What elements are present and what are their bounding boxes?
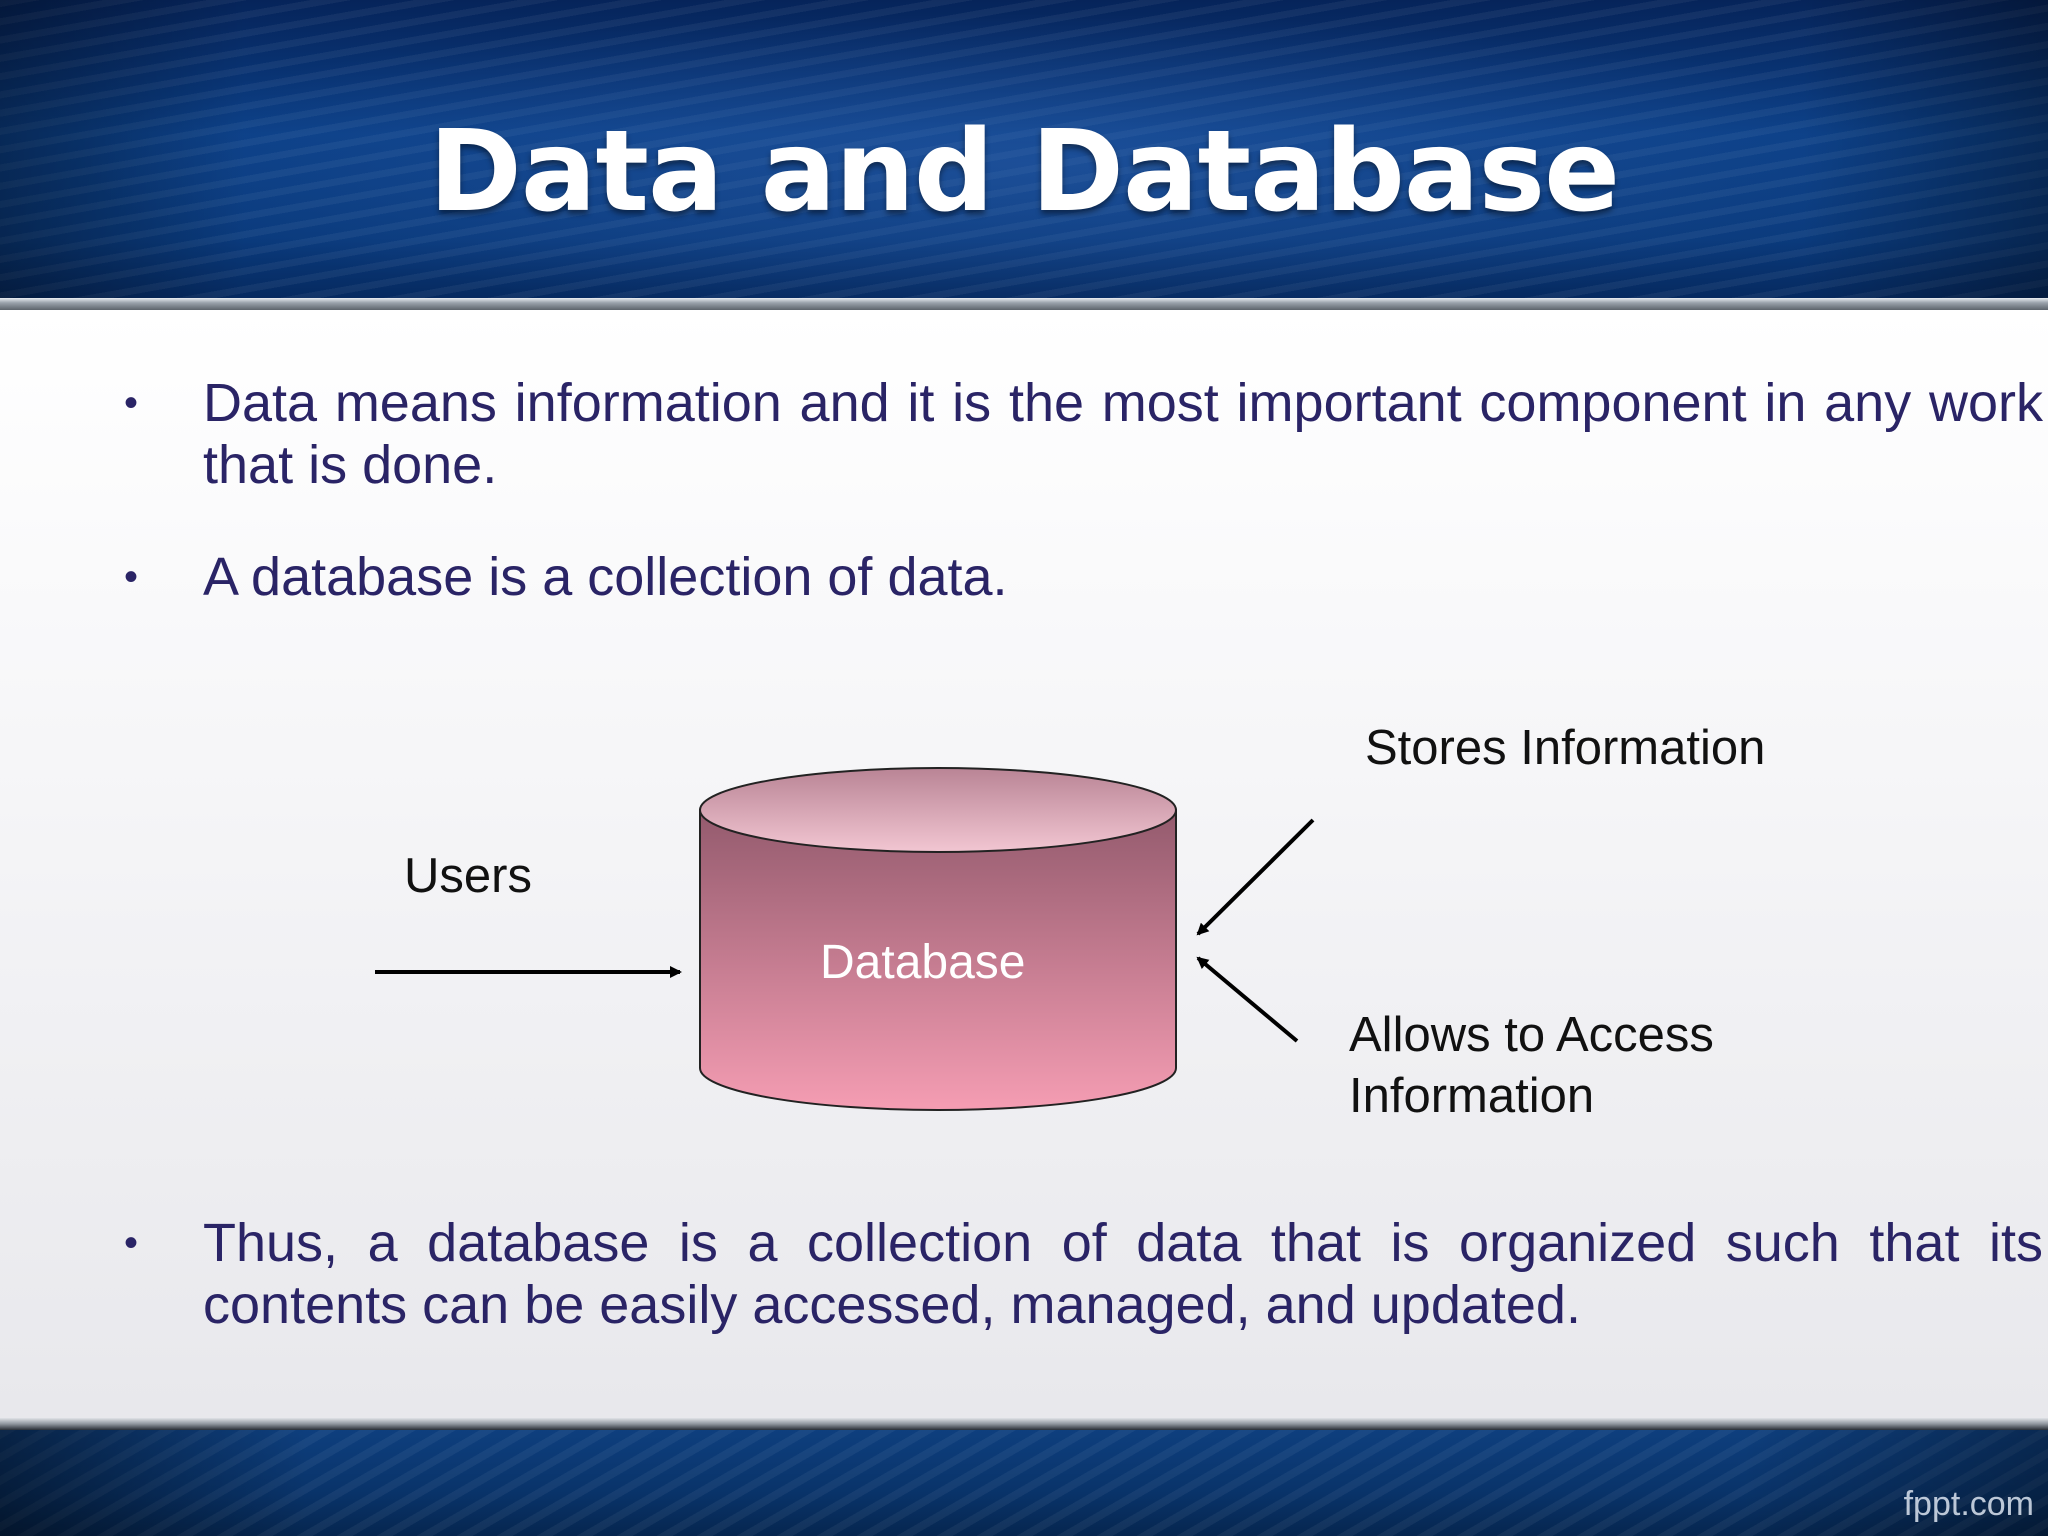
slide-header: Data and Database (0, 0, 2048, 298)
bullet-text: A database is a collection of data. (203, 547, 1008, 607)
access-information-label-line1: Allows to Access (1349, 1008, 1714, 1062)
header-divider (0, 298, 2048, 310)
database-label: Database (820, 936, 1026, 989)
slide-title: Data and Database (428, 107, 1620, 237)
footer-divider (0, 1418, 2048, 1430)
slide-footer: fppt.com (0, 1430, 2048, 1536)
bullet-dot-icon: • (124, 1221, 139, 1265)
access-arrow (1196, 956, 1299, 1043)
stores-information-label: Stores Information (1365, 721, 1766, 775)
watermark-text: fppt.com (1903, 1485, 2034, 1523)
bullet-text: Thus, a database is a collection of data… (203, 1213, 2043, 1335)
bullet-dot-icon: • (124, 381, 139, 425)
bullet-text: Data means information and it is the mos… (203, 373, 2043, 495)
users-label: Users (404, 849, 532, 903)
bullet-dot-icon: • (124, 555, 139, 599)
database-cylinder (699, 767, 1177, 1111)
cylinder-body (699, 809, 1177, 1111)
cylinder-top (699, 767, 1177, 853)
stores-arrow (1196, 818, 1315, 936)
access-information-label-line2: Information (1349, 1069, 1595, 1123)
